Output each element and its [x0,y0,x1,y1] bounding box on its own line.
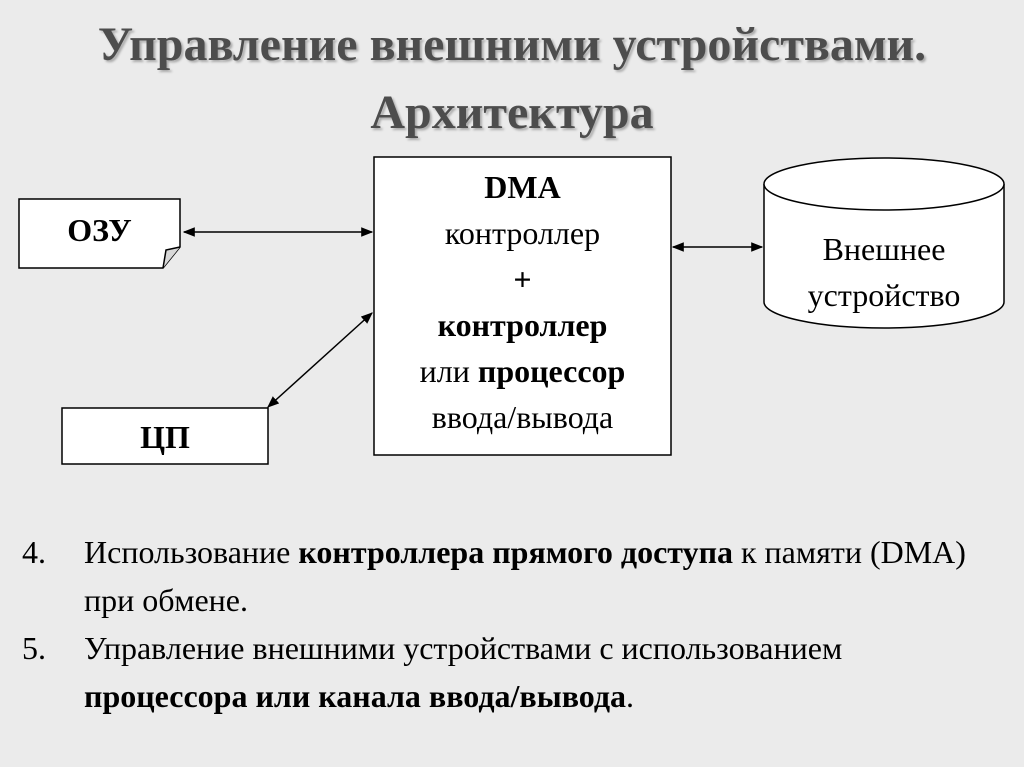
dma-line-5-b: процессор [477,353,626,389]
dma-line-2: контроллер [444,215,601,251]
cpu-dma-arrow [267,312,373,408]
list-item-text-b: контроллера прямого доступа [298,534,733,570]
dma-line-3: + [513,261,532,297]
dma-line-6: ввода/вывода [431,399,614,435]
dma-controller-box [373,156,672,456]
dma-controller-label: DMA контроллер + контроллер или процессо… [374,164,671,440]
dma-line-1: DMA [484,169,561,205]
list-item-text-a: Управление внешними устройствами с испол… [84,630,843,666]
slide-title-line-2: Архитектура [370,86,654,139]
device-line-1: Внешнее [822,231,946,267]
dma-line-5-a: или [419,353,478,389]
dma-line-4: контроллер [437,307,608,343]
list-item-text-b: процессора или канала ввода/вывода [84,678,627,714]
list-item-text-c: . [626,678,635,714]
list-item-text-a: Использование [84,534,299,570]
cpu-box [61,407,269,465]
numbered-list: 4. Использование контроллера прямого дос… [22,528,1012,720]
device-line-2: устройство [807,277,961,313]
list-item-text-c: к памяти (DMA) при обмене. [84,534,966,618]
list-item-number: 5. [22,630,46,666]
slide-title-line-1: Управление внешними устройствами. [97,18,927,71]
list-item-number: 4. [22,534,46,570]
list-item: 4. Использование контроллера прямого дос… [22,528,1012,624]
list-item: 5. Управление внешними устройствами с ис… [22,624,1012,720]
dma-line-5: или процессор [374,348,671,394]
ram-label: ОЗУ [67,212,132,248]
cpu-label: ЦП [140,419,190,455]
ram-box [18,198,181,269]
external-device-cylinder [763,157,1005,329]
external-device-label: Внешнее устройство [764,226,1004,318]
